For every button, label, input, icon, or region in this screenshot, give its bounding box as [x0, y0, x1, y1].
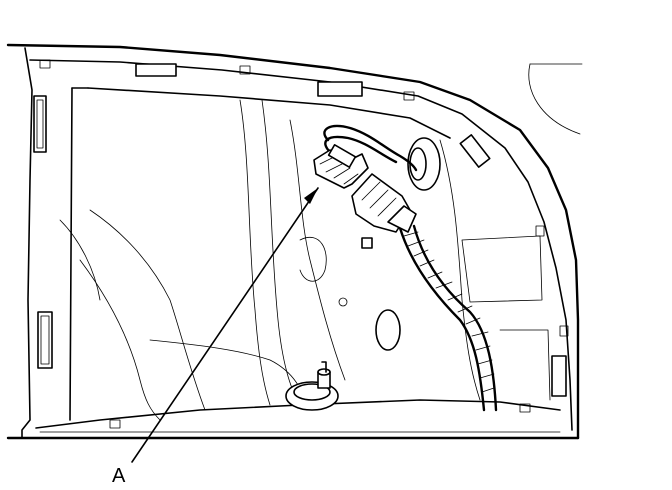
- wire-harness: [323, 124, 498, 412]
- mating-connector: [351, 173, 417, 233]
- door-panel-outline: [6, 43, 580, 440]
- panel-clip-slots: [33, 59, 569, 429]
- panel-contours: [59, 99, 551, 421]
- mirror-opening: [528, 63, 583, 135]
- access-holes: [338, 237, 401, 351]
- harness-grommet: [407, 137, 441, 191]
- callout-a-label: A: [112, 465, 126, 487]
- callout-a: A: [112, 187, 319, 487]
- connector-a: [313, 144, 369, 189]
- grommet-bolt: [285, 361, 339, 411]
